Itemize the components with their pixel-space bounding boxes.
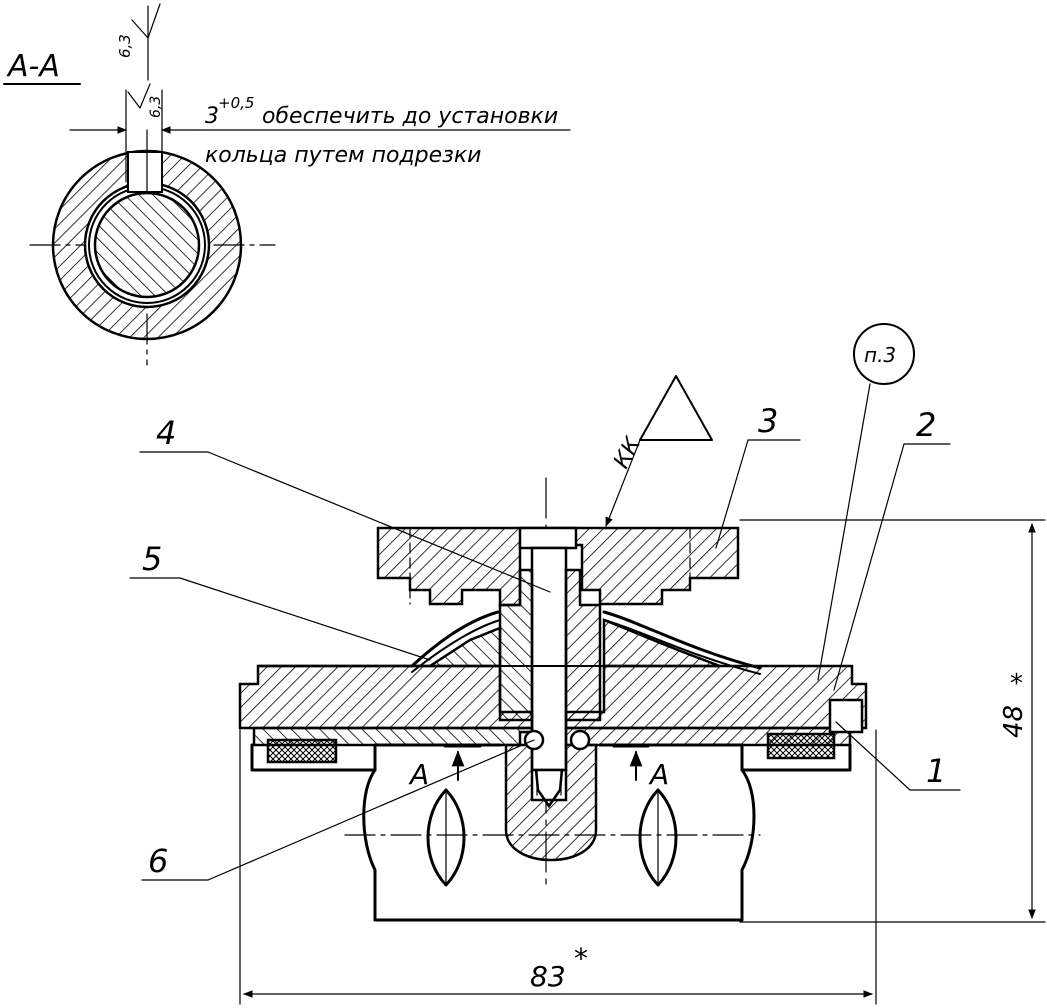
roughness-value-side: 6,3 bbox=[148, 96, 164, 118]
callout-ref: п.3 bbox=[864, 343, 896, 367]
housing-body bbox=[344, 729, 761, 922]
triangle-symbol bbox=[639, 375, 713, 441]
circular-section bbox=[29, 129, 276, 366]
roughness-symbol-top: 6,3 bbox=[116, 3, 161, 81]
position-4: 4 bbox=[156, 414, 176, 452]
surface-mark: КК bbox=[605, 375, 713, 527]
note-tolerance: +0,5 bbox=[218, 94, 254, 112]
section-mark-left: А bbox=[408, 758, 429, 791]
callout-circle bbox=[853, 323, 915, 385]
seal-rings bbox=[250, 732, 852, 772]
position-6: 6 bbox=[148, 842, 168, 880]
section-mark-right: А bbox=[648, 758, 669, 791]
machining-note: 3 +0,5 обеспечить до установки кольца пу… bbox=[205, 94, 558, 168]
height-value: 48 bbox=[999, 705, 1029, 738]
position-leaders: 4 5 6 3 2 1 п.3 bbox=[129, 323, 961, 881]
lens-windows bbox=[426, 788, 678, 887]
roughness-value-top: 6,3 bbox=[116, 34, 134, 58]
height-dimension: 48 * bbox=[739, 519, 1046, 923]
roughness-symbol-side: 6,3 bbox=[127, 83, 164, 118]
position-1: 1 bbox=[926, 752, 946, 790]
height-mark: * bbox=[1010, 669, 1023, 699]
section-markers: А А bbox=[408, 744, 669, 791]
middle-disc bbox=[238, 618, 868, 730]
section-label: А-А bbox=[6, 49, 60, 84]
width-value: 83 bbox=[530, 960, 566, 993]
note-line-1: обеспечить до установки bbox=[262, 104, 558, 129]
position-5: 5 bbox=[142, 540, 162, 578]
width-mark: * bbox=[574, 942, 588, 975]
position-2: 2 bbox=[916, 406, 936, 444]
hub-part bbox=[498, 568, 602, 722]
main-assembly-view: А А 4 5 6 3 2 bbox=[129, 323, 1046, 1005]
section-view-a-a: А-А 6,3 6,3 3 +0,5 обеспечить до установ… bbox=[3, 3, 571, 366]
note-line-2: кольца путем подрезки bbox=[205, 143, 481, 168]
position-3: 3 bbox=[758, 402, 778, 440]
note-dimension: 3 bbox=[205, 104, 219, 129]
width-dimension: 83 * bbox=[239, 729, 877, 1005]
